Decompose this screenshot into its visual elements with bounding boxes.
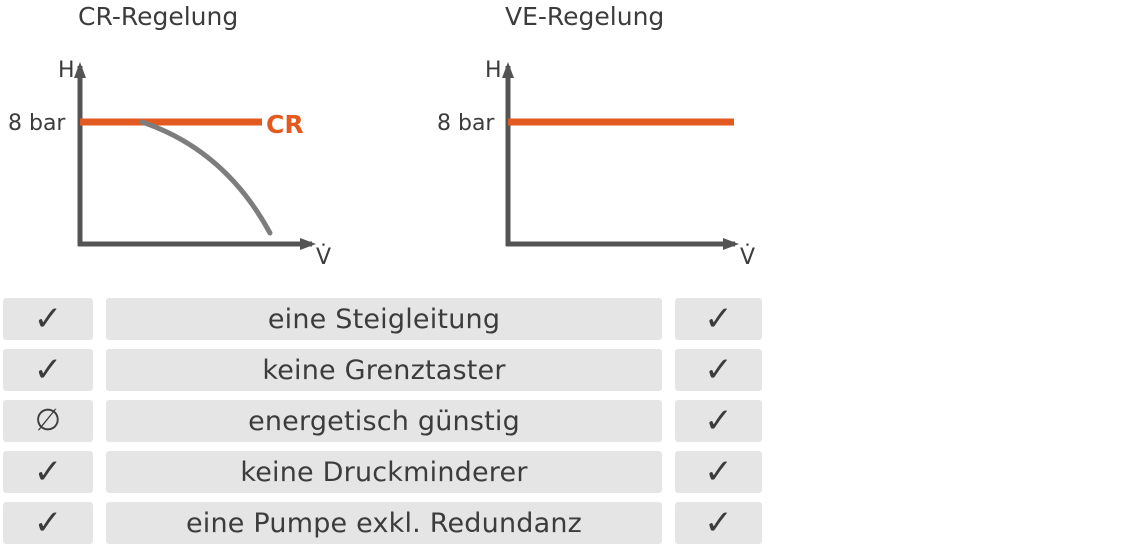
- ve-check-cell: ✓: [675, 502, 762, 544]
- check-icon: ✓: [33, 452, 63, 492]
- ve-x-arrowhead: [723, 238, 739, 250]
- cr-diagram: H V̇ 8 bar CR: [8, 58, 331, 270]
- check-icon: ✓: [704, 503, 733, 543]
- cr-pressure-label: 8 bar: [8, 111, 66, 136]
- check-icon: ✓: [33, 350, 63, 390]
- cr-check-cell: ✓: [3, 298, 93, 340]
- criterion-label: eine Steigleitung: [106, 298, 662, 340]
- check-icon: ✓: [704, 350, 733, 390]
- criterion-label: keine Grenztaster: [106, 349, 662, 391]
- diagrams-canvas: H V̇ 8 bar CR H V̇ 8 bar: [8, 58, 755, 270]
- cr-check-cell: ✓: [3, 349, 93, 391]
- ve-pressure-label: 8 bar: [437, 111, 495, 136]
- ve-x-axis-label: V̇: [740, 244, 755, 270]
- cr-pump-curve: [139, 119, 273, 236]
- comparison-row: ✓ eine Steigleitung ✓: [0, 298, 762, 340]
- criterion-label: energetisch günstig: [106, 400, 662, 442]
- check-icon: ✓: [704, 401, 733, 441]
- empty-set-icon: ∅: [34, 403, 62, 438]
- cr-y-axis-label: H: [58, 58, 75, 83]
- criterion-label: eine Pumpe exkl. Redundanz: [106, 502, 662, 544]
- cr-y-arrowhead: [74, 62, 86, 78]
- criterion-label: keine Druckminderer: [106, 451, 662, 493]
- cr-check-cell: ∅: [3, 400, 93, 442]
- check-icon: ✓: [33, 503, 63, 543]
- ve-y-arrowhead: [502, 62, 514, 78]
- ve-y-axis-label: H: [485, 58, 502, 83]
- cr-x-axis-label: V̇: [316, 244, 331, 270]
- ve-check-cell: ✓: [675, 400, 762, 442]
- ve-check-cell: ✓: [675, 349, 762, 391]
- check-icon: ✓: [33, 299, 63, 339]
- cr-x-arrowhead: [300, 238, 316, 250]
- cr-check-cell: ✓: [3, 451, 93, 493]
- cr-check-cell: ✓: [3, 502, 93, 544]
- comparison-row: ✓ eine Pumpe exkl. Redundanz ✓: [0, 502, 762, 544]
- ve-check-cell: ✓: [675, 451, 762, 493]
- ve-check-cell: ✓: [675, 298, 762, 340]
- comparison-row: ✓ keine Grenztaster ✓: [0, 349, 762, 391]
- check-icon: ✓: [704, 299, 733, 339]
- comparison-row: ∅ energetisch günstig ✓: [0, 400, 762, 442]
- check-icon: ✓: [704, 452, 733, 492]
- comparison-row: ✓ keine Druckminderer ✓: [0, 451, 762, 493]
- cr-line-label: CR: [266, 110, 304, 139]
- ve-diagram: H V̇ 8 bar: [437, 58, 755, 270]
- cr-diagram-title: CR-Regelung: [78, 2, 239, 31]
- ve-diagram-title: VE-Regelung: [505, 2, 665, 31]
